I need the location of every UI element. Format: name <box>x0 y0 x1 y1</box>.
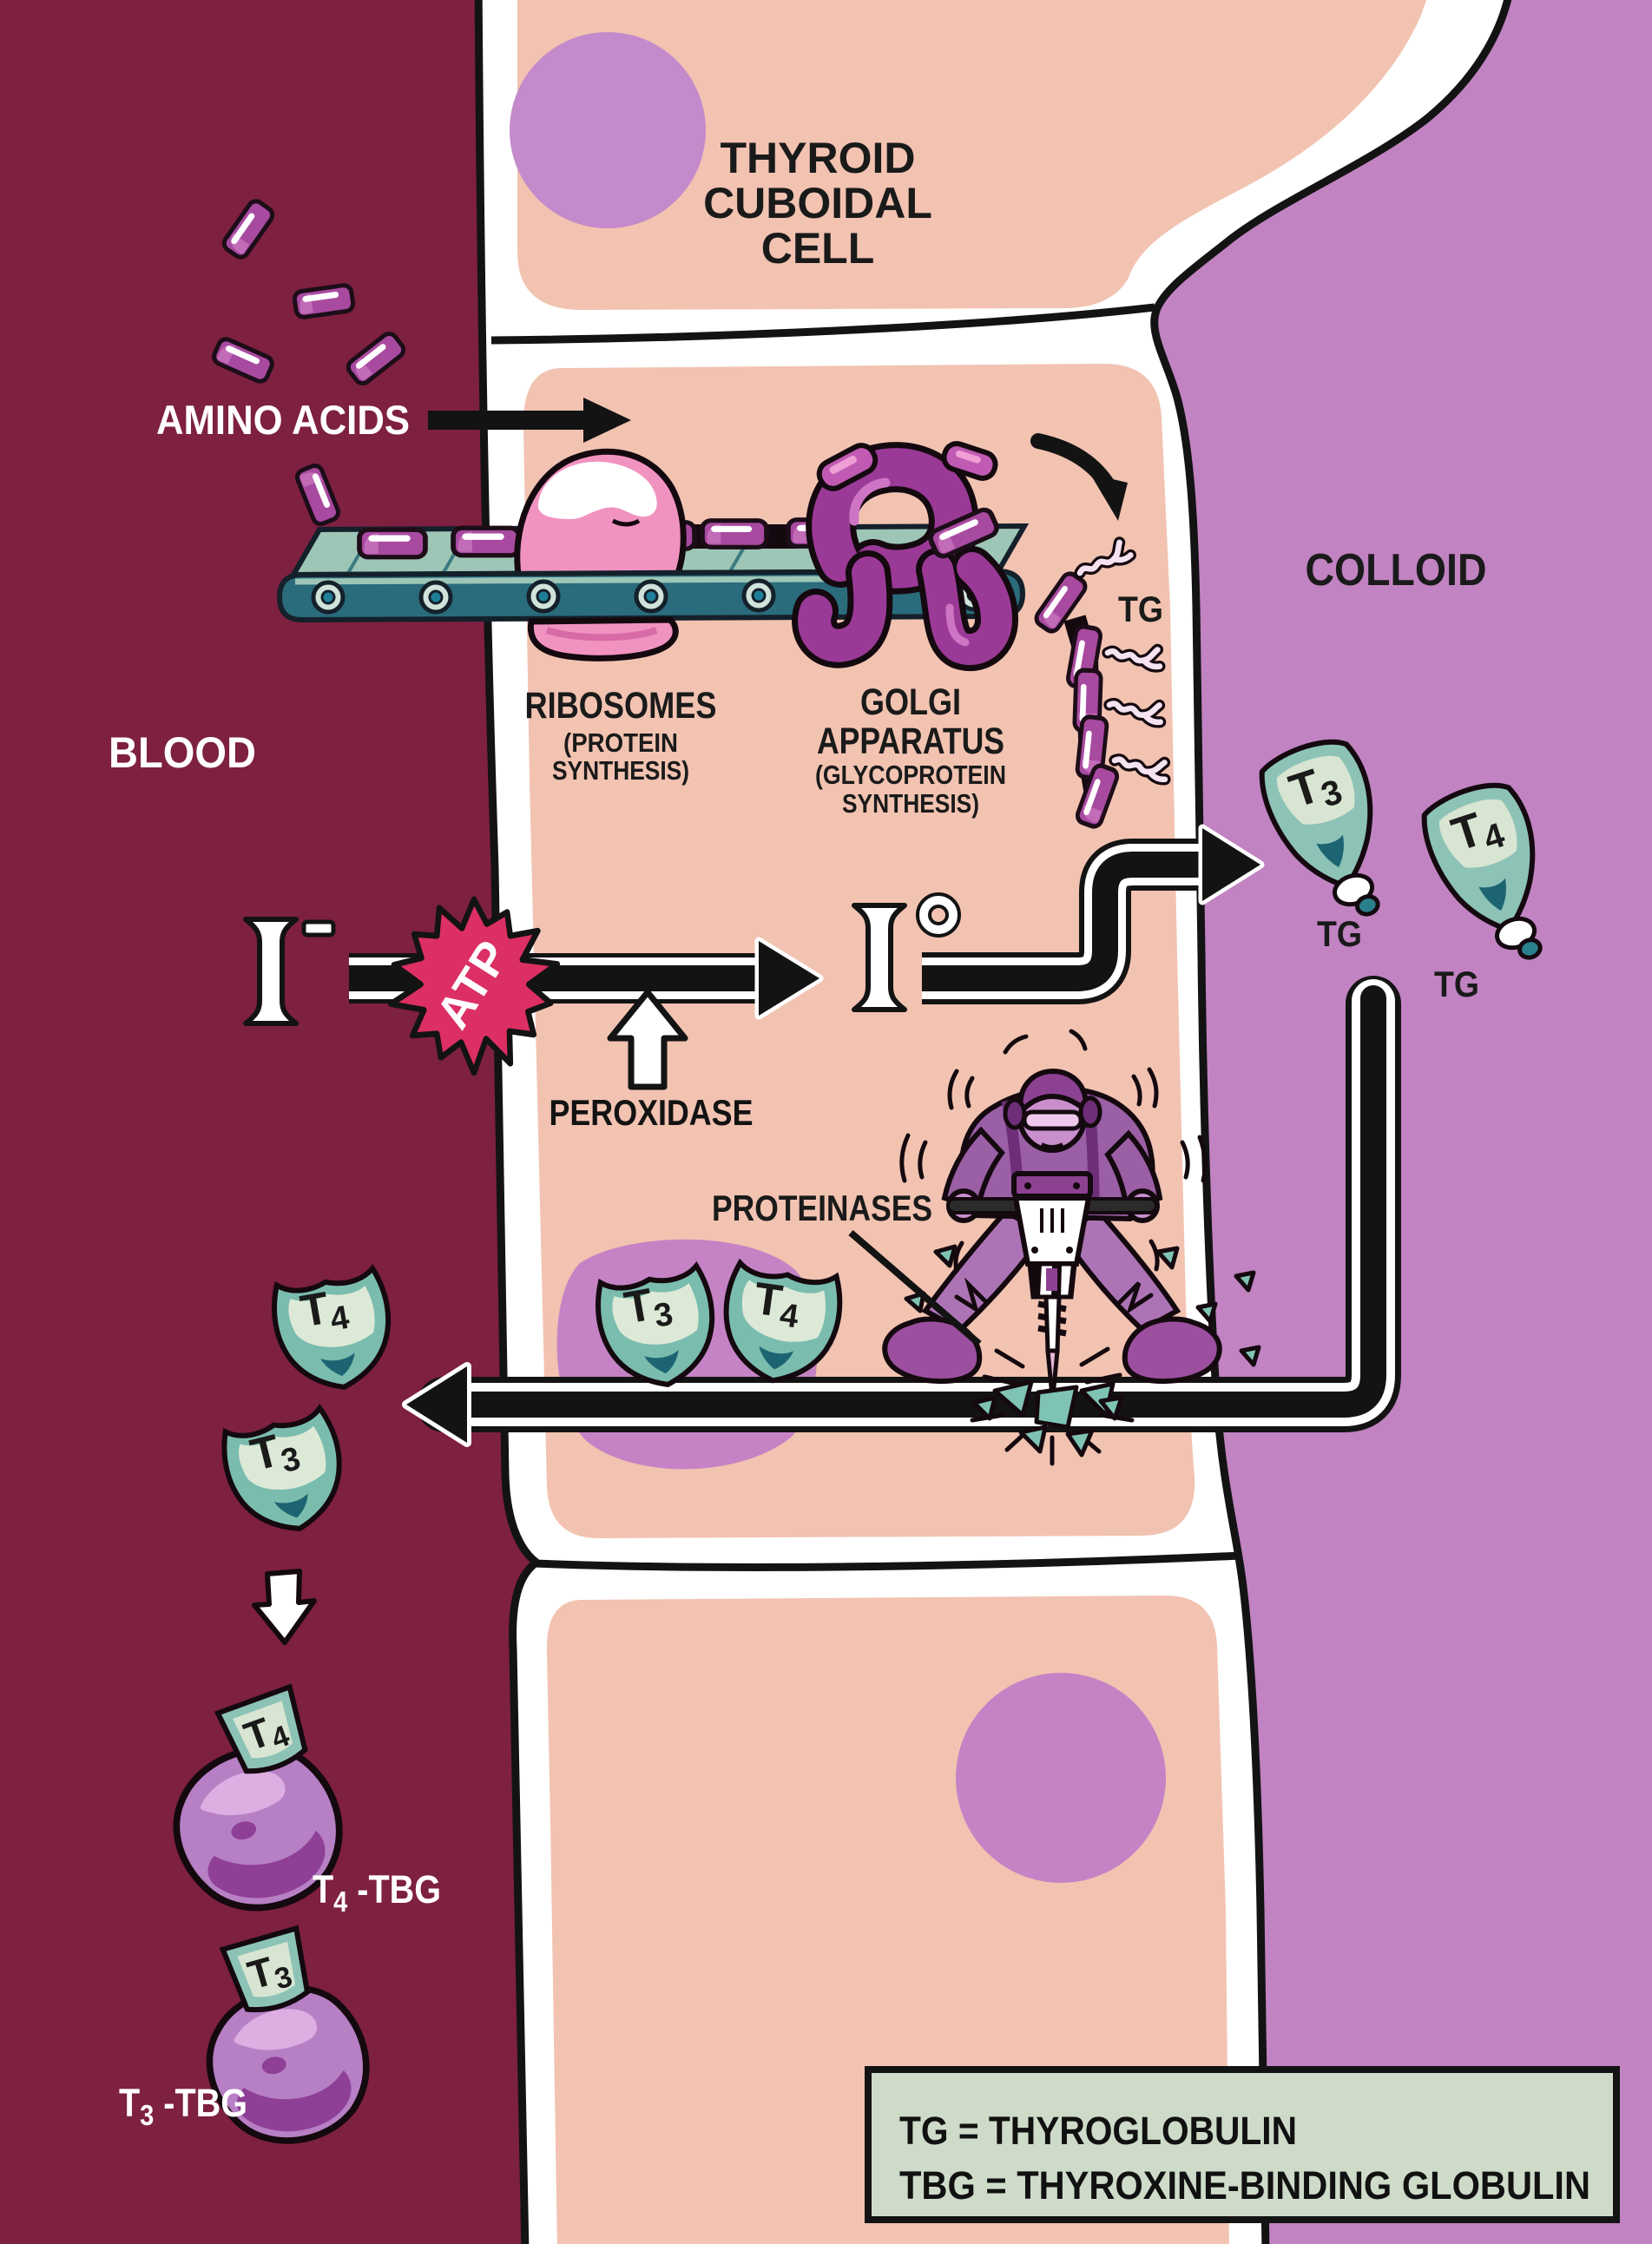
svg-text:T3 -TBG: T3 -TBG <box>119 2081 247 2131</box>
svg-text:TBG = THYROXINE-BINDING GLOBUL: TBG = THYROXINE-BINDING GLOBULIN <box>899 2163 1590 2208</box>
svg-text:THYROID: THYROID <box>721 134 916 182</box>
svg-text:PEROXIDASE: PEROXIDASE <box>550 1092 754 1133</box>
svg-text:TG: TG <box>1434 964 1479 1004</box>
svg-text:(GLYCOPROTEIN: (GLYCOPROTEIN <box>815 760 1006 790</box>
svg-text:TG: TG <box>1317 913 1362 954</box>
svg-text:APPARATUS: APPARATUS <box>817 721 1004 762</box>
svg-text:TG: TG <box>1118 589 1163 629</box>
svg-text:(PROTEIN: (PROTEIN <box>563 727 678 758</box>
svg-text:CUBOIDAL: CUBOIDAL <box>703 179 932 227</box>
svg-text:PROTEINASES: PROTEINASES <box>712 1188 932 1228</box>
svg-text:TG = THYROGLOBULIN: TG = THYROGLOBULIN <box>899 2109 1297 2153</box>
svg-text:COLLOID: COLLOID <box>1306 545 1487 596</box>
svg-text:T4 -TBG: T4 -TBG <box>313 1867 441 1918</box>
svg-text:SYNTHESIS): SYNTHESIS) <box>842 788 979 819</box>
svg-text:CELL: CELL <box>761 224 875 273</box>
svg-text:BLOOD: BLOOD <box>109 728 256 777</box>
svg-text:AMINO ACIDS: AMINO ACIDS <box>156 397 410 443</box>
svg-text:RIBOSOMES: RIBOSOMES <box>525 685 717 727</box>
svg-text:GOLGI: GOLGI <box>860 681 961 723</box>
svg-text:SYNTHESIS): SYNTHESIS) <box>552 755 689 786</box>
